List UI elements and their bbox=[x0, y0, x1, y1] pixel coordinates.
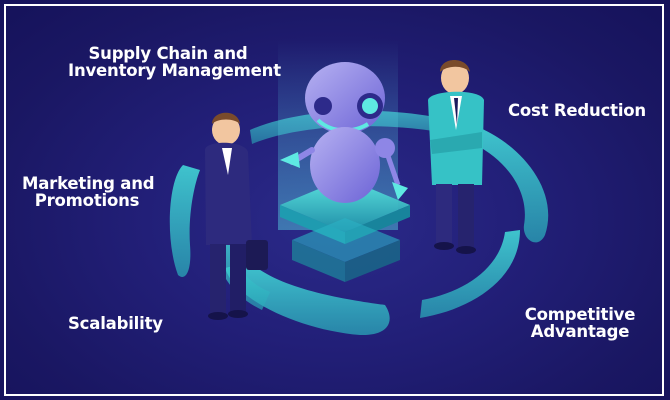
ring-bottom-segment bbox=[225, 262, 390, 336]
robot-body bbox=[310, 127, 380, 203]
label-cost-reduction: Cost Reduction bbox=[508, 101, 646, 120]
businessman-right bbox=[428, 60, 484, 254]
ring-right-segment bbox=[476, 128, 549, 243]
platform-base bbox=[292, 218, 400, 262]
ring-bottom-right-segment bbox=[420, 230, 520, 318]
label-marketing: Marketing and Promotions bbox=[22, 174, 155, 210]
label-supply-chain: Supply Chain and Inventory Management bbox=[68, 44, 281, 80]
robot-hand-right bbox=[392, 182, 408, 200]
label-scalability: Scalability bbox=[68, 314, 163, 333]
ring-left-segment bbox=[169, 165, 200, 277]
businessman-left bbox=[205, 112, 268, 320]
robot-hand-left bbox=[280, 152, 300, 168]
label-competitive-advantage: Competitive Advantage bbox=[524, 305, 636, 341]
